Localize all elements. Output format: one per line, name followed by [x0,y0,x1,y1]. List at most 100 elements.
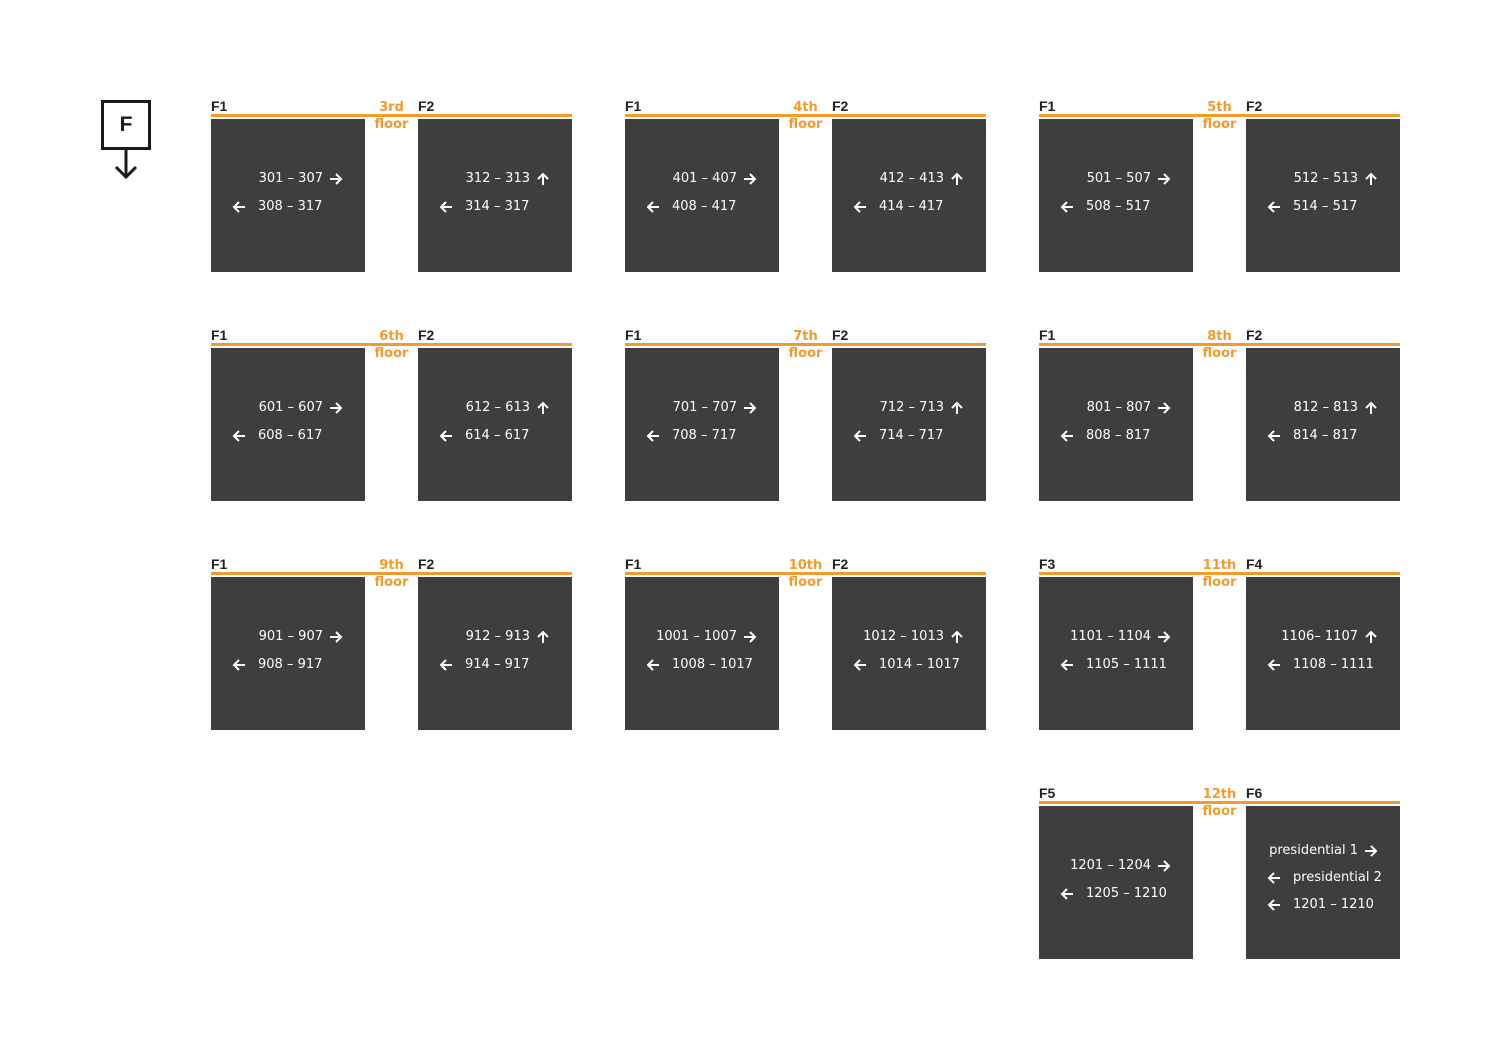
floor-divider-line [211,572,572,575]
floor-word: floor [374,575,409,590]
panel-left-label: F5 [1039,785,1056,801]
direction-row: 308 – 317 [211,197,365,217]
room-range: presidential 2 [1293,870,1382,885]
floor-word: floor [788,575,823,590]
left-arrow-icon [646,429,660,443]
floor-divider-line [1039,114,1400,117]
floor-number: 3rd [379,100,404,115]
room-range: 412 – 413 [879,171,944,186]
sign-panel-left: 301 – 307 308 – 317 [211,119,365,272]
direction-row: presidential 1 [1246,841,1400,861]
panel-right-label: F4 [1246,556,1263,572]
panel-right-label: F2 [1246,327,1263,343]
room-range: 712 – 713 [879,400,944,415]
up-arrow-icon [950,401,964,415]
floor-divider-line [1039,343,1400,346]
direction-row: 1014 – 1017 [832,655,986,675]
floor-label: 9th floor [365,557,418,591]
floor-legend-icon: F [101,100,151,180]
room-range: 801 – 807 [1086,400,1151,415]
direction-row: 601 – 607 [211,398,365,418]
panel-left-label: F1 [625,556,642,572]
right-arrow-icon [743,630,757,644]
room-range: 508 – 517 [1086,199,1151,214]
floor-word: floor [1202,117,1237,132]
left-arrow-icon [1267,898,1281,912]
room-range: 1105 – 1111 [1086,657,1167,672]
room-range: 1106– 1107 [1281,629,1358,644]
left-arrow-icon [439,658,453,672]
room-range: 1201 – 1210 [1293,897,1374,912]
room-range: 1001 – 1007 [656,629,737,644]
direction-row: 1106– 1107 [1246,627,1400,647]
room-range: 901 – 907 [258,629,323,644]
room-range: 708 – 717 [672,428,737,443]
room-range: 1008 – 1017 [672,657,753,672]
down-arrow-icon [101,150,151,180]
panel-right-label: F6 [1246,785,1263,801]
floor-word: floor [1202,575,1237,590]
direction-row: 1108 – 1111 [1246,655,1400,675]
left-arrow-icon [853,429,867,443]
direction-row: 1101 – 1104 [1039,627,1193,647]
left-arrow-icon [853,200,867,214]
floor-number: 9th [379,558,404,573]
left-arrow-icon [439,200,453,214]
left-arrow-icon [1267,429,1281,443]
direction-row: 312 – 313 [418,169,572,189]
direction-row: 401 – 407 [625,169,779,189]
room-range: 701 – 707 [672,400,737,415]
room-range: 1205 – 1210 [1086,886,1167,901]
direction-row: 701 – 707 [625,398,779,418]
room-range: 612 – 613 [465,400,530,415]
sign-panel-left: 1201 – 1204 1205 – 1210 [1039,806,1193,959]
room-range: 514 – 517 [1293,199,1358,214]
room-range: 814 – 817 [1293,428,1358,443]
floor-number: 11th [1202,558,1237,573]
right-arrow-icon [743,172,757,186]
floor-label: 10th floor [779,557,832,591]
room-range: 1201 – 1204 [1070,858,1151,873]
sign-panel-right: 612 – 613 614 – 617 [418,348,572,501]
floor-word: floor [788,117,823,132]
up-arrow-icon [1364,172,1378,186]
sign-panel-left: 701 – 707 708 – 717 [625,348,779,501]
floor-word: floor [374,117,409,132]
direction-row: 608 – 617 [211,426,365,446]
right-arrow-icon [1157,401,1171,415]
floor-label: 11th floor [1193,557,1246,591]
left-arrow-icon [232,658,246,672]
direction-row: 1001 – 1007 [625,627,779,647]
right-arrow-icon [1157,859,1171,873]
floor-divider-line [211,343,572,346]
up-arrow-icon [536,401,550,415]
floor-number: 10th [788,558,823,573]
direction-row: 1105 – 1111 [1039,655,1193,675]
direction-row: 514 – 517 [1246,197,1400,217]
room-range: 512 – 513 [1293,171,1358,186]
up-arrow-icon [536,630,550,644]
room-range: 301 – 307 [258,171,323,186]
room-range: 614 – 617 [465,428,530,443]
direction-row: 314 – 317 [418,197,572,217]
up-arrow-icon [536,172,550,186]
direction-row: 512 – 513 [1246,169,1400,189]
up-arrow-icon [950,630,964,644]
left-arrow-icon [232,200,246,214]
panel-left-label: F1 [625,327,642,343]
direction-row: 812 – 813 [1246,398,1400,418]
direction-row: 912 – 913 [418,627,572,647]
